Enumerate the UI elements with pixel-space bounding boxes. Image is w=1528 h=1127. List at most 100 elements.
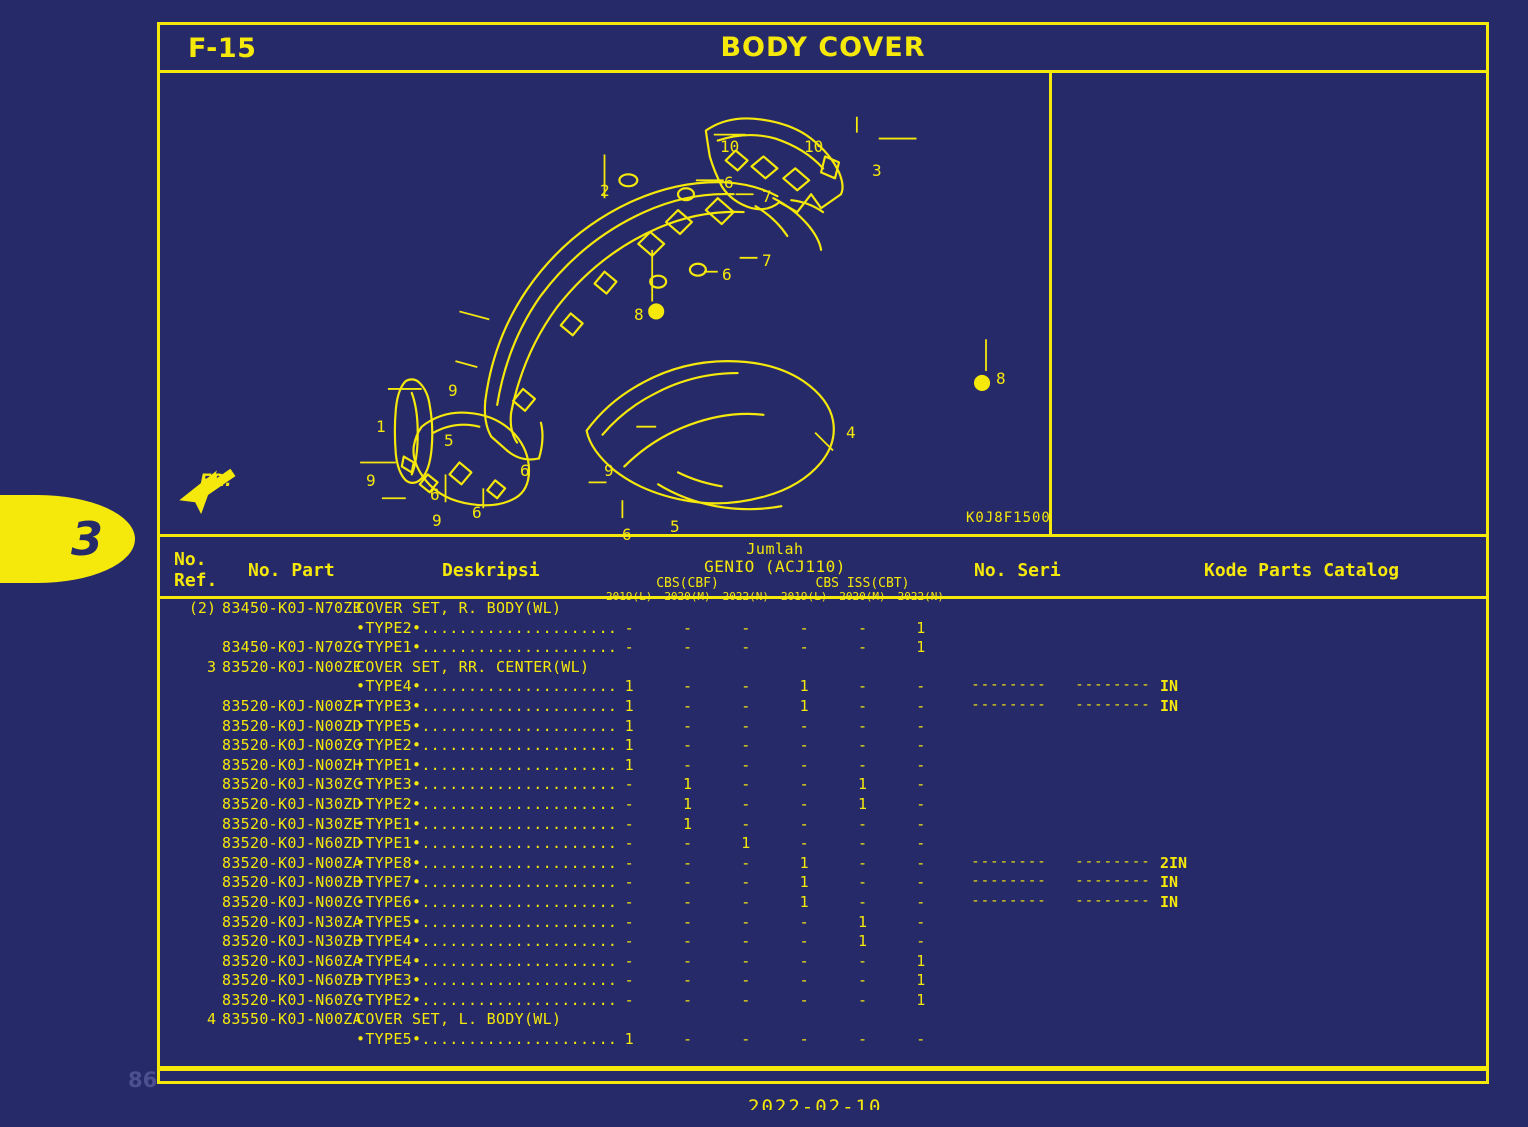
table-row: 83520-K0J-N30ZA•TYPE5•..................… xyxy=(160,913,1486,933)
cell-description: •TYPE5•..................... xyxy=(356,716,618,735)
cell-quantity-3: - xyxy=(799,932,809,951)
cell-quantity-4: - xyxy=(857,873,867,892)
cell-quantity-3: - xyxy=(799,990,809,1009)
cell-part-number: 83520-K0J-N00ZB xyxy=(222,873,362,892)
cell-ref: 4 xyxy=(206,1010,216,1029)
cell-quantity-1: - xyxy=(682,677,692,696)
cell-serial-0: -------- xyxy=(971,677,1047,694)
cell-quantity-5: - xyxy=(916,775,926,794)
cell-quantity-group: ----1- xyxy=(600,932,950,950)
cell-quantity-5: 1 xyxy=(916,990,926,1009)
cell-quantity-3: - xyxy=(799,794,809,813)
cell-quantity-1: - xyxy=(682,912,692,931)
cell-quantity-4: 1 xyxy=(857,794,867,813)
cell-quantity-4: - xyxy=(857,696,867,715)
cell-quantity-0: - xyxy=(624,618,634,637)
callout-10-right: 10 xyxy=(804,137,824,156)
cell-quantity-1: - xyxy=(682,853,692,872)
cell-quantity-1: - xyxy=(682,1030,692,1047)
cell-quantity-1: - xyxy=(682,834,692,853)
cell-serial-0: -------- xyxy=(971,892,1047,909)
cell-part-number: 83450-K0J-N70ZB xyxy=(222,599,362,617)
table-row: 83520-K0J-N30ZB•TYPE4•..................… xyxy=(160,932,1486,952)
cell-quantity-1: - xyxy=(682,951,692,970)
cell-description: •TYPE3•..................... xyxy=(356,696,618,715)
cell-part-number: 83520-K0J-N00ZC xyxy=(222,892,362,911)
page-number: 86 xyxy=(128,1068,158,1092)
cell-serial: ---------------- xyxy=(966,893,1156,909)
cell-quantity-5: - xyxy=(916,932,926,951)
cell-quantity-3: - xyxy=(799,951,809,970)
table-row: 83520-K0J-N60ZA•TYPE4•..................… xyxy=(160,952,1486,972)
cell-quantity-1: - xyxy=(682,736,692,755)
cell-quantity-4: - xyxy=(857,971,867,990)
cell-quantity-0: 1 xyxy=(624,716,634,735)
cell-quantity-1: 1 xyxy=(682,794,692,813)
cell-quantity-group: ---1-- xyxy=(600,873,950,891)
cell-quantity-4: - xyxy=(857,1030,867,1047)
cell-quantity-4: - xyxy=(857,618,867,637)
cell-serial: ---------------- xyxy=(966,697,1156,713)
callout-5-a: 5 xyxy=(444,431,454,450)
cell-quantity-5: 1 xyxy=(916,971,926,990)
cell-quantity-1: - xyxy=(682,971,692,990)
cell-quantity-3: 1 xyxy=(799,696,809,715)
cell-part-number: 83520-K0J-N00ZF xyxy=(222,696,362,715)
cell-quantity-1: - xyxy=(682,755,692,774)
cell-quantity-5: 1 xyxy=(916,951,926,970)
qty-year-labels: 2019(L) 2020(M) 2022(N) 2019(L) 2020(M) … xyxy=(600,590,950,603)
table-row: 83520-K0J-N00ZC•TYPE6•..................… xyxy=(160,893,1486,913)
qty-variant-cbs-iss: CBS ISS(CBT) xyxy=(815,576,910,591)
cell-quantity-3: - xyxy=(799,971,809,990)
cell-quantity-4: 1 xyxy=(857,912,867,931)
column-header-ref: No.Ref. xyxy=(174,549,218,591)
table-row: 83520-K0J-N00ZF•TYPE3•..................… xyxy=(160,697,1486,717)
cell-quantity-3: 1 xyxy=(799,677,809,696)
cell-quantity-2: - xyxy=(741,990,751,1009)
cell-quantity-2: - xyxy=(741,892,751,911)
cell-quantity-0: - xyxy=(624,834,634,853)
callout-8-a: 8 xyxy=(634,305,644,324)
cell-quantity-2: - xyxy=(741,912,751,931)
cell-part-number: 83520-K0J-N00ZD xyxy=(222,716,362,735)
callout-8-b: 8 xyxy=(996,369,1006,388)
cell-quantity-0: - xyxy=(624,971,634,990)
cell-serial: ---------------- xyxy=(966,854,1156,870)
cell-description: •TYPE4•..................... xyxy=(356,951,618,970)
cell-quantity-2: - xyxy=(741,794,751,813)
cell-quantity-0: - xyxy=(624,775,634,794)
cell-quantity-2: - xyxy=(741,677,751,696)
cell-quantity-4: - xyxy=(857,834,867,853)
cell-quantity-group: -1--1- xyxy=(600,775,950,793)
cell-description: •TYPE2•..................... xyxy=(356,618,618,637)
cell-quantity-group: 1----- xyxy=(600,1030,950,1047)
cell-quantity-1: - xyxy=(682,932,692,951)
cell-quantity-1: - xyxy=(682,638,692,657)
cell-quantity-2: - xyxy=(741,696,751,715)
table-row: 83520-K0J-N00ZH•TYPE1•..................… xyxy=(160,756,1486,776)
cell-quantity-4: 1 xyxy=(857,775,867,794)
cell-quantity-0: - xyxy=(624,912,634,931)
cell-quantity-group: 1--1-- xyxy=(600,677,950,695)
cell-quantity-3: - xyxy=(799,638,809,657)
cell-quantity-5: - xyxy=(916,696,926,715)
cell-description: •TYPE5•..................... xyxy=(356,912,618,931)
column-header-part: No. Part xyxy=(248,560,335,581)
table-row: 83520-K0J-N30ZD•TYPE2•..................… xyxy=(160,795,1486,815)
section-tab-3[interactable]: 3 xyxy=(0,495,135,583)
cell-part-number: 83520-K0J-N60ZD xyxy=(222,834,362,853)
cell-description: •TYPE4•..................... xyxy=(356,677,618,696)
cell-quantity-group: 1----- xyxy=(600,717,950,735)
sheet-code: F-15 xyxy=(188,33,257,64)
cell-part-number: 83520-K0J-N30ZA xyxy=(222,912,362,931)
column-header-catalog-code: Kode Parts Catalog xyxy=(1204,560,1400,581)
qty-model-label: GENIO (ACJ110) xyxy=(704,557,846,576)
cell-quantity-4: - xyxy=(857,853,867,872)
cell-quantity-5: - xyxy=(916,892,926,911)
cell-part-number: 83520-K0J-N00ZE xyxy=(222,657,362,676)
cell-quantity-2: - xyxy=(741,618,751,637)
cell-quantity-2: - xyxy=(741,716,751,735)
callout-4: 4 xyxy=(846,423,856,442)
cell-quantity-group: -----1 xyxy=(600,619,950,637)
cell-quantity-0: - xyxy=(624,794,634,813)
